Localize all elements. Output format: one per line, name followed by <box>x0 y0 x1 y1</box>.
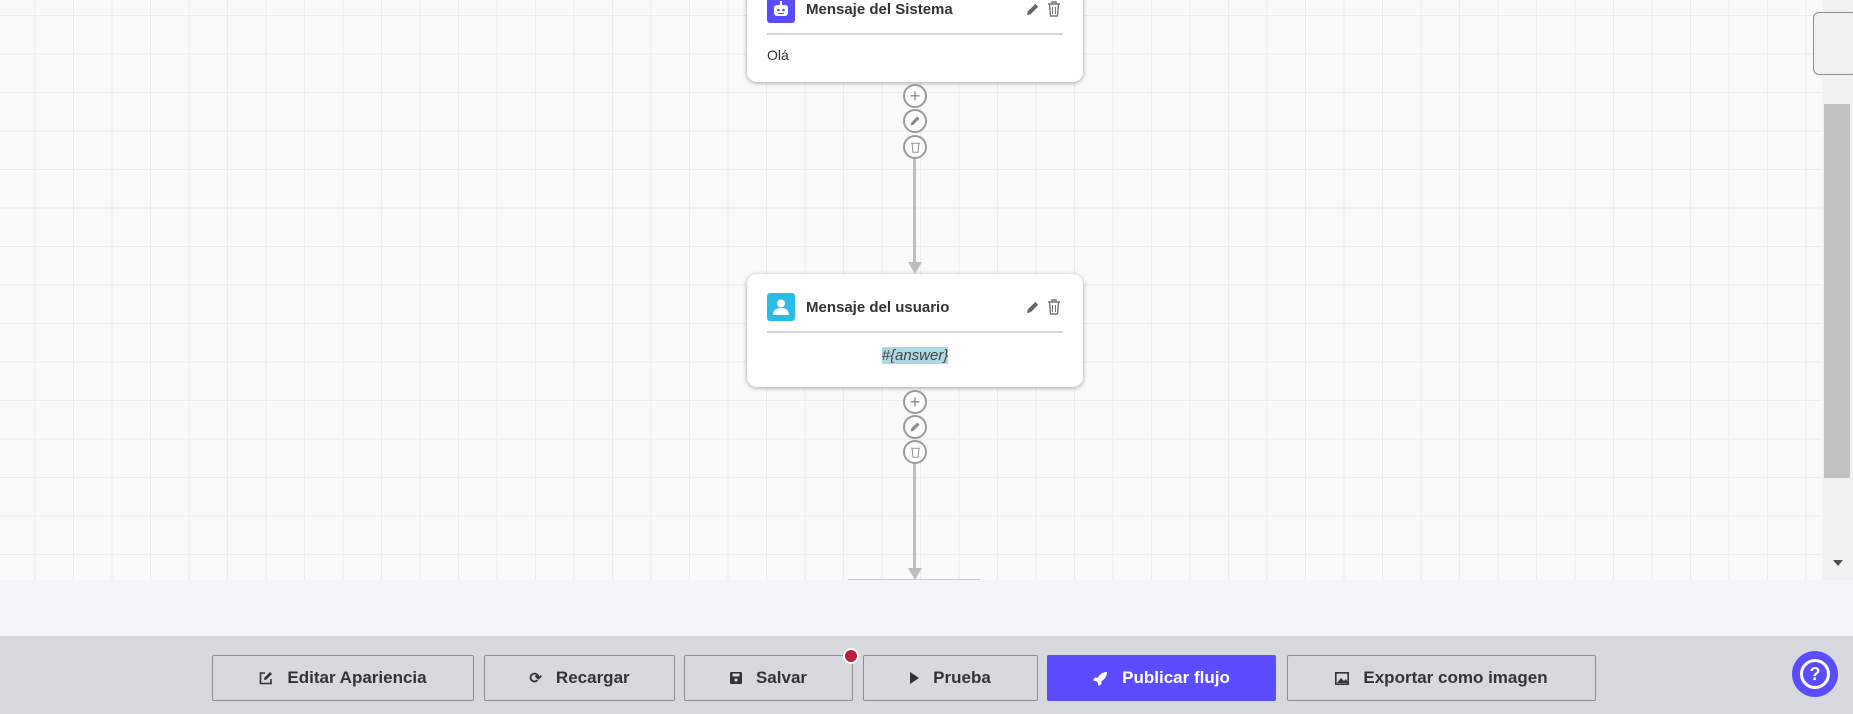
edit-icon <box>260 672 273 685</box>
scrollbar-thumb[interactable] <box>1824 104 1850 478</box>
connector-line <box>913 159 916 263</box>
bottom-toolbar: Editar Apariencia ⟳ Recargar Salvar Prue… <box>0 636 1853 714</box>
edit-node-icon[interactable] <box>1023 0 1041 18</box>
side-panel-toggle[interactable] <box>1813 12 1853 75</box>
play-icon <box>910 672 920 684</box>
user-icon <box>767 293 795 321</box>
edit-node-icon[interactable] <box>1023 298 1041 316</box>
image-icon <box>1335 671 1350 685</box>
node-body: #{answer} <box>881 347 949 364</box>
unsaved-changes-dot <box>843 648 859 664</box>
node-title: Mensaje del usuario <box>806 298 950 316</box>
add-node-button[interactable]: + <box>903 390 927 414</box>
flow-canvas[interactable]: Mensaje del Sistema Olá + Mensaje del us… <box>0 0 1822 580</box>
rocket-icon <box>1093 671 1108 686</box>
reload-button[interactable]: ⟳ Recargar <box>484 655 675 701</box>
delete-node-icon[interactable] <box>1045 298 1063 316</box>
edit-connection-button[interactable] <box>903 415 927 439</box>
scroll-down-arrow[interactable] <box>1833 560 1843 566</box>
edit-appearance-button[interactable]: Editar Apariencia <box>212 655 474 701</box>
node-title: Mensaje del Sistema <box>806 0 953 18</box>
edit-connection-button[interactable] <box>903 109 927 133</box>
robot-icon <box>767 0 795 23</box>
delete-node-icon[interactable] <box>1045 0 1063 18</box>
connector-arrow <box>908 262 922 274</box>
refresh-icon: ⟳ <box>529 670 542 687</box>
next-node-edge <box>848 579 980 580</box>
connector-line <box>913 464 916 570</box>
delete-connection-button[interactable] <box>903 440 927 464</box>
question-icon: ? <box>1800 659 1830 689</box>
help-button[interactable]: ? <box>1792 651 1838 697</box>
connector-arrow <box>908 568 922 580</box>
add-node-button[interactable]: + <box>903 84 927 108</box>
node-system-message[interactable]: Mensaje del Sistema Olá <box>747 0 1083 82</box>
export-image-button[interactable]: Exportar como imagen <box>1287 655 1596 701</box>
save-icon <box>729 672 742 684</box>
divider <box>767 331 1063 333</box>
test-button[interactable]: Prueba <box>863 655 1038 701</box>
publish-flow-button[interactable]: Publicar flujo <box>1047 655 1276 701</box>
node-user-message[interactable]: Mensaje del usuario #{answer} <box>747 274 1083 387</box>
node-body: Olá <box>767 47 789 63</box>
divider <box>767 33 1063 35</box>
save-button[interactable]: Salvar <box>684 655 853 701</box>
vertical-scrollbar[interactable] <box>1822 0 1853 580</box>
delete-connection-button[interactable] <box>903 135 927 159</box>
